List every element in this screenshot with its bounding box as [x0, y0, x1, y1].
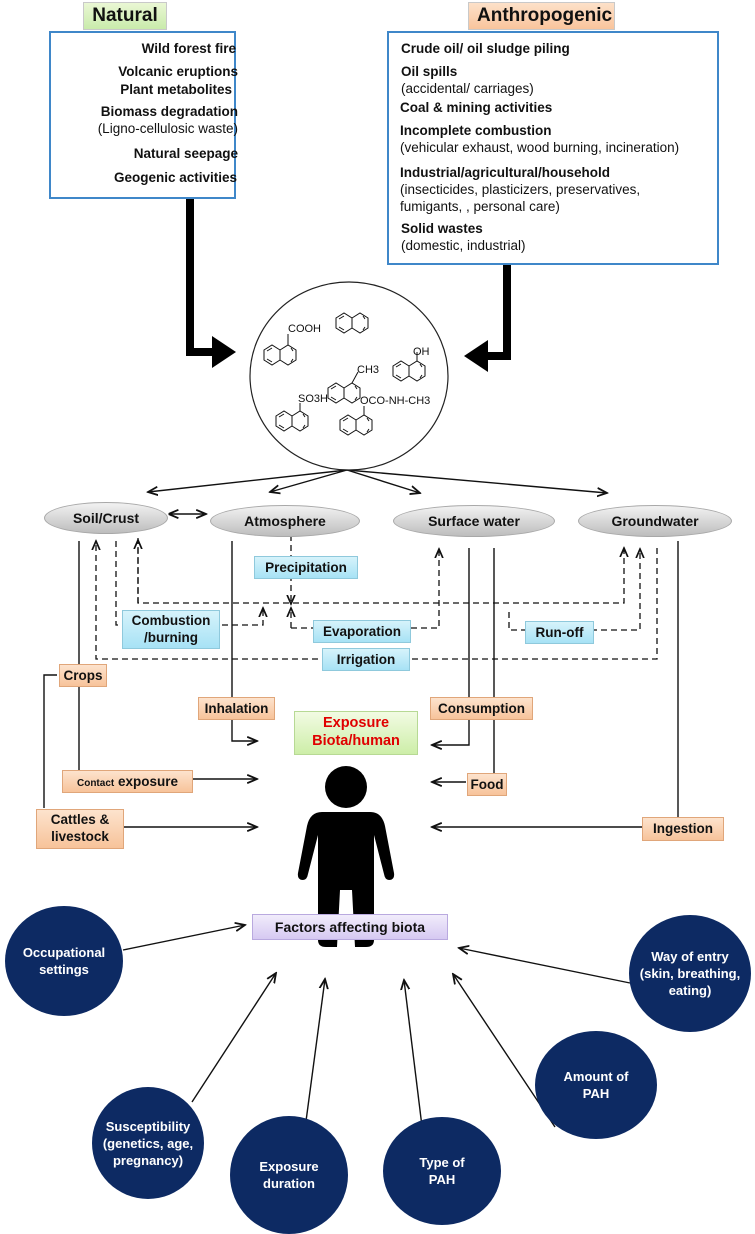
anthropogenic-source-subtext: (accidental/ carriages) [401, 81, 534, 96]
pathway-crops: Crops [59, 664, 107, 687]
anthropogenic-sources-box: Crude oil/ oil sludge piling Oil spills … [387, 31, 719, 265]
natural-source-item: Volcanic eruptions [118, 64, 238, 79]
anthropogenic-source-item: Incomplete combustion [400, 123, 552, 138]
exposure-pathway-lines [43, 541, 679, 827]
anthropogenic-source-item: Oil spills [401, 64, 458, 79]
pathway-inhalation: Inhalation [198, 697, 275, 720]
natural-to-pah-arrow [186, 196, 236, 368]
anthropogenic-source-item: Crude oil/ oil sludge piling [401, 41, 570, 56]
process-evaporation: Evaporation [313, 620, 411, 643]
naphthoic-acid-structure [263, 334, 297, 366]
pathway-consumption: Consumption [430, 697, 533, 720]
factor-susceptibility: Susceptibility(genetics, age,pregnancy) [92, 1087, 204, 1199]
anthropogenic-source-item: Coal & mining activities [400, 100, 553, 115]
natural-sources-box: Wild forest fire Volcanic eruptions Plan… [49, 31, 238, 199]
factor-occupational-settings: Occupational settings [5, 906, 123, 1016]
factor-text: duration [263, 1176, 315, 1191]
factor-text: eating) [668, 983, 712, 998]
factor-text: Amount of [563, 1069, 629, 1084]
pathway-contact-big: exposure [117, 774, 179, 789]
ch3-label: CH3 [357, 364, 379, 376]
factor-text: (skin, breathing, [639, 966, 741, 981]
factors-affecting-biota-title: Factors affecting biota [252, 914, 448, 940]
factor-text: settings [39, 962, 89, 977]
carbaryl-structure [339, 406, 373, 436]
factor-amount-of-pah: Amount of PAH [535, 1031, 657, 1139]
naphthol-structure [392, 352, 426, 382]
process-irrigation: Irrigation [322, 648, 410, 671]
compartment-surface-water: Surface water [393, 505, 555, 537]
factor-text: Susceptibility [105, 1118, 191, 1134]
naphthalene-structure [335, 312, 369, 334]
pathway-food: Food [467, 773, 507, 796]
factor-text: Way of entry [651, 949, 729, 964]
compartment-groundwater: Groundwater [578, 505, 732, 537]
factor-text: PAH [428, 1172, 456, 1187]
pathway-contact-small: Contact [76, 778, 115, 789]
factor-text: Exposure [259, 1159, 319, 1174]
factor-text: PAH [582, 1086, 610, 1101]
exposure-biota-human-box: Exposure Biota/human [294, 711, 418, 755]
process-combustion-burning: Combustion /burning [122, 610, 220, 649]
anthropogenic-source-subtext: (vehicular exhaust, wood burning, incine… [400, 140, 680, 155]
naphthalenesulfonic-acid-structure [275, 403, 309, 432]
anthropogenic-header: Anthropogenic [468, 2, 615, 30]
process-combustion-line1: Combustion [131, 613, 211, 628]
cooh-label: COOH [288, 323, 321, 335]
anthropogenic-to-pah-arrow [464, 262, 511, 372]
natural-source-subtext: (Ligno-cellulosic waste) [97, 121, 238, 136]
so3h-label: SO3H [298, 393, 328, 405]
natural-source-item: Geogenic activities [113, 170, 237, 185]
factor-text: Occupational [22, 945, 106, 960]
factor-way-of-entry: Way of entry (skin, breathing, eating) [629, 915, 751, 1032]
distribution-arrows [148, 469, 607, 514]
natural-source-item: Biomass degradation [100, 104, 238, 119]
natural-source-item: Natural seepage [133, 146, 238, 161]
pathway-cattle-line2: livestock [51, 829, 109, 844]
factor-text: Type of [419, 1155, 465, 1170]
exposure-label-line2: Biota/human [312, 733, 400, 749]
anthropogenic-source-item: Industrial/agricultural/household [400, 165, 611, 180]
methylnaphthalene-structure [327, 371, 361, 404]
oh-label: OH [413, 346, 430, 358]
natural-source-item: Wild forest fire [141, 41, 236, 56]
carbamate-label: OCO-NH-CH3 [360, 395, 430, 407]
process-runoff: Run-off [525, 621, 594, 644]
factor-exposure-duration: Exposure duration [230, 1116, 348, 1234]
natural-header: Natural [83, 2, 167, 30]
anthropogenic-source-item: Solid wastes [401, 221, 483, 236]
natural-source-item: Plant metabolites [120, 82, 232, 97]
process-combustion-line2: /burning [144, 630, 198, 645]
factor-type-of-pah: Type of PAH [383, 1117, 501, 1225]
compartment-atmosphere: Atmosphere [210, 505, 360, 537]
pathway-contact-exposure: Contact exposure [62, 770, 193, 793]
person-icon [297, 766, 395, 947]
anthropogenic-source-subtext: fumigants, , personal care) [400, 199, 560, 214]
anthropogenic-source-subtext: (insecticides, plasticizers, preservativ… [400, 182, 641, 197]
anthropogenic-source-subtext: (domestic, industrial) [401, 238, 526, 253]
pathway-cattle-line1: Cattles & [50, 812, 110, 827]
exposure-label-line1: Exposure [322, 715, 390, 731]
process-precipitation: Precipitation [254, 556, 358, 579]
pathway-cattle-livestock: Cattles & livestock [36, 809, 124, 849]
pathway-ingestion: Ingestion [642, 817, 724, 841]
factor-text: pregnancy) [112, 1152, 184, 1168]
factor-text: (genetics, age, [102, 1135, 194, 1151]
compartment-soil-crust: Soil/Crust [44, 502, 168, 534]
pah-compounds-circle: COOH CH3 OH SO3H OCO-NH-CH3 [249, 281, 449, 471]
